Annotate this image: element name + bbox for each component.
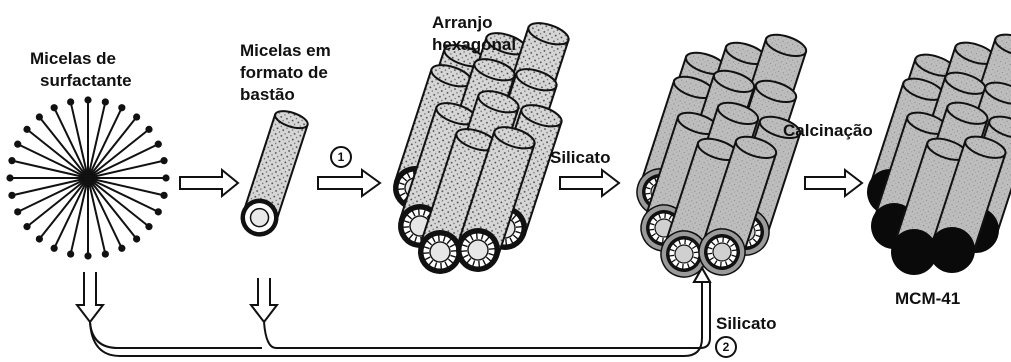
surfactant-head	[118, 104, 125, 111]
surfactant-head	[14, 141, 21, 148]
spherical-micelle	[6, 96, 169, 259]
surfactant-head	[118, 245, 125, 252]
surfactant-head	[14, 208, 21, 215]
micelles-label-line1: Micelas de	[30, 48, 116, 69]
surfactant-head	[145, 126, 152, 133]
surfactant-head	[67, 98, 74, 105]
silicate-label-bottom: Silicato	[716, 313, 776, 334]
surfactant-head	[23, 126, 30, 133]
surfactant-head	[51, 104, 58, 111]
silicate-coated-array	[631, 30, 811, 283]
rods-label-line3: bastão	[240, 84, 295, 105]
surfactant-head	[145, 223, 152, 230]
arrow-micelle-to-rod	[180, 170, 238, 196]
surfactant-head	[102, 250, 109, 257]
surfactant-head	[155, 208, 162, 215]
hexagonal-label-line2: hexagonal	[432, 34, 516, 55]
surfactant-head	[162, 174, 169, 181]
surfactant-head	[84, 252, 91, 259]
arrow-hexagonal-to-silicate	[560, 170, 619, 196]
hexagonal-label-line1: Arranjo	[432, 12, 492, 33]
surfactant-head	[23, 223, 30, 230]
rods-label-line2: formato de	[240, 62, 328, 83]
hexagonal-array	[387, 19, 572, 280]
micelle-core	[84, 174, 92, 182]
arrow-rod-to-hexagonal	[318, 170, 380, 196]
surfactant-head	[160, 192, 167, 199]
surfactant-head	[8, 192, 15, 199]
calcination-label: Calcinação	[783, 120, 873, 141]
rod-micelle	[236, 107, 312, 241]
silicate-label-top: Silicato	[550, 147, 610, 168]
surfactant-head	[67, 250, 74, 257]
surfactant-head	[6, 174, 13, 181]
micelles-label-line2: surfactante	[40, 70, 132, 91]
surfactant-head	[84, 96, 91, 103]
route-2-marker: 2	[715, 336, 737, 358]
surfactant-head	[36, 113, 43, 120]
surfactant-head	[8, 157, 15, 164]
arrow-silicate-to-mcm41	[805, 170, 862, 196]
surfactant-head	[102, 98, 109, 105]
surfactant-head	[51, 245, 58, 252]
mcm41-structure	[861, 30, 1011, 281]
surfactant-head	[133, 235, 140, 242]
route-2-pipeline	[77, 268, 710, 356]
surfactant-head	[133, 113, 140, 120]
mcm41-label: MCM-41	[895, 288, 960, 309]
route-1-marker: 1	[330, 146, 352, 168]
rods-label-line1: Micelas em	[240, 40, 331, 61]
surfactant-head	[155, 141, 162, 148]
surfactant-head	[160, 157, 167, 164]
surfactant-head	[36, 235, 43, 242]
